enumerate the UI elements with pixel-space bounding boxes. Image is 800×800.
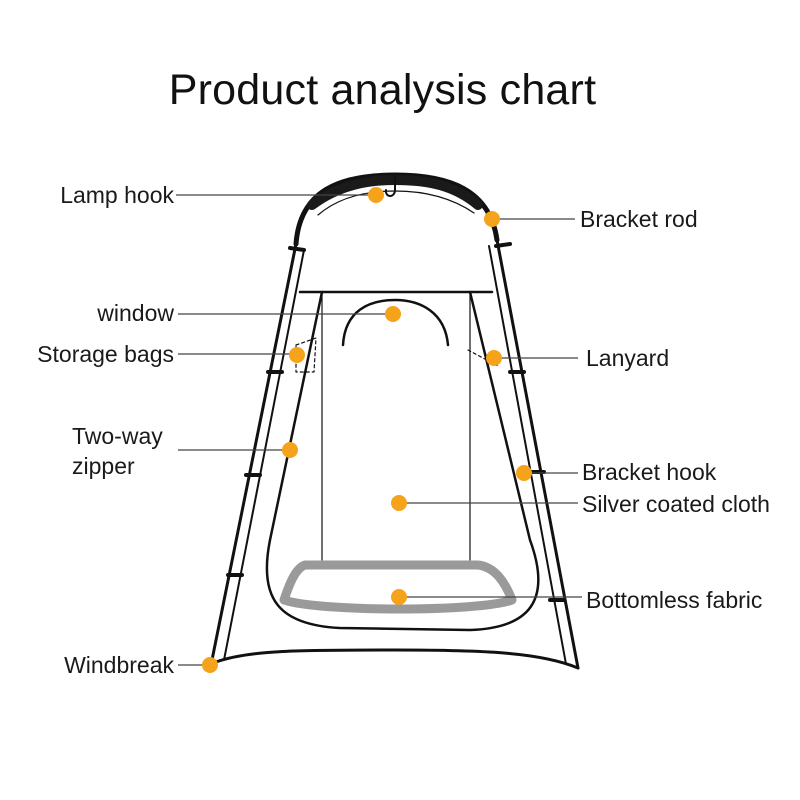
- marker-bracket-hook: [516, 465, 532, 481]
- label-windbreak: Windbreak: [64, 652, 174, 678]
- label-bracket-rod: Bracket rod: [580, 206, 698, 232]
- page-title: Product analysis chart: [168, 66, 597, 114]
- marker-silver-coated-cloth: [391, 495, 407, 511]
- label-bracket-hook: Bracket hook: [582, 459, 717, 485]
- label-window: window: [97, 300, 174, 326]
- marker-bracket-rod: [484, 211, 500, 227]
- marker-storage-bags: [289, 347, 305, 363]
- label-two-way-zipper-line1: Two-way: [72, 423, 163, 449]
- marker-lamp-hook: [368, 187, 384, 203]
- label-bottomless-fabric: Bottomless fabric: [586, 587, 763, 613]
- marker-lanyard: [486, 350, 502, 366]
- label-storage-bags: Storage bags: [37, 341, 174, 367]
- markers: [202, 187, 532, 673]
- label-two-way-zipper-line2: zipper: [72, 453, 135, 479]
- marker-windbreak: [202, 657, 218, 673]
- tent-frame: [210, 172, 580, 670]
- label-lanyard: Lanyard: [586, 345, 670, 371]
- marker-bottomless-fabric: [391, 589, 407, 605]
- label-lamp-hook: Lamp hook: [60, 182, 174, 208]
- leader-lines: [176, 194, 582, 666]
- label-silver-coated-cloth: Silver coated cloth: [582, 491, 770, 517]
- marker-window: [385, 306, 401, 322]
- label-two-way-zipper: Two-way zipper: [72, 421, 163, 481]
- tent-floor: [279, 560, 517, 614]
- marker-two-way-zipper: [282, 442, 298, 458]
